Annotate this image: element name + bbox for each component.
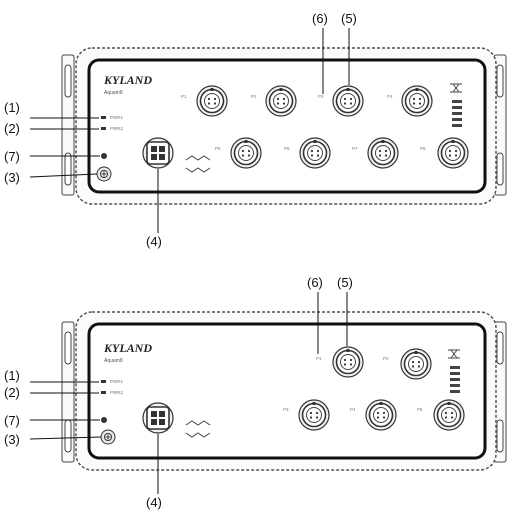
- port-code: P3: [283, 407, 289, 412]
- port-code: P4: [387, 94, 393, 99]
- led-pwr2: [101, 391, 106, 394]
- m12-port: [367, 137, 399, 169]
- device-top: KYLAND Aquam8 PWR1 PWR2 P1 P2 P3 P4 P5 P…: [4, 11, 507, 249]
- leader-line: [29, 173, 98, 178]
- mount-ear-left: [61, 321, 75, 463]
- m12-port: [298, 399, 330, 431]
- port-code: P5: [417, 407, 423, 412]
- m12-port: [196, 85, 228, 117]
- led-pwr2-label: PWR2: [110, 390, 123, 395]
- callout-label: (2): [4, 385, 20, 400]
- callout-label: (1): [4, 368, 20, 383]
- callout-label: (3): [4, 170, 20, 185]
- port-code: P5: [215, 146, 221, 151]
- led-pwr1: [101, 116, 106, 119]
- callout-label: (6): [312, 11, 328, 26]
- ground-screw-icon: [100, 429, 116, 445]
- port-code: P2: [251, 94, 257, 99]
- port-code: P7: [352, 146, 358, 151]
- callout-label: (6): [307, 275, 323, 290]
- m12-port: [433, 399, 465, 431]
- m12-port: [332, 85, 364, 117]
- mount-ear-left: [61, 54, 75, 196]
- sys-led: [101, 417, 107, 423]
- power-connector: [142, 137, 174, 169]
- callout-label: (5): [337, 275, 353, 290]
- m12-port: [401, 85, 433, 117]
- led-pwr2: [101, 127, 106, 130]
- m12-port: [400, 348, 432, 380]
- led-pwr1-label: PWR1: [110, 379, 123, 384]
- callout-label: (3): [4, 432, 20, 447]
- port-code: P1: [181, 94, 187, 99]
- m12-port: [332, 346, 364, 378]
- sys-led: [101, 153, 107, 159]
- brand-logo: KYLAND: [103, 341, 152, 355]
- m12-port: [365, 399, 397, 431]
- leader-line: [29, 436, 102, 440]
- port-code: P2: [383, 356, 389, 361]
- power-connector: [142, 402, 174, 434]
- brand-logo: KYLAND: [103, 73, 152, 87]
- port-code: P3: [318, 94, 324, 99]
- port-code: P4: [350, 407, 356, 412]
- power-pinout-icon: [185, 155, 211, 173]
- led-pwr1: [101, 380, 106, 383]
- network-icon: [450, 83, 462, 93]
- model-label: Aquam8: [104, 358, 123, 364]
- callout-label: (4): [146, 495, 162, 510]
- ground-screw-icon: [96, 166, 112, 182]
- m12-port: [299, 137, 331, 169]
- network-icon: [448, 349, 460, 359]
- callout-label: (4): [146, 234, 162, 249]
- port-code: P1: [316, 356, 322, 361]
- callout-label: (2): [4, 121, 20, 136]
- model-label: Aquam8: [104, 90, 123, 96]
- m12-port: [265, 85, 297, 117]
- led-pwr2-label: PWR2: [110, 126, 123, 131]
- led-pwr1-label: PWR1: [110, 115, 123, 120]
- m12-port: [230, 137, 262, 169]
- m12-port: [437, 137, 469, 169]
- power-pinout-icon: [185, 420, 211, 438]
- callout-label: (1): [4, 100, 20, 115]
- port-code: P8: [420, 146, 426, 151]
- device-bottom: KYLAND Aquam8 PWR1 PWR2 P1 P2 P3 P4 P5 (…: [4, 275, 507, 510]
- port-code: P6: [284, 146, 290, 151]
- callout-label: (7): [4, 413, 20, 428]
- callout-label: (7): [4, 149, 20, 164]
- callout-label: (5): [341, 11, 357, 26]
